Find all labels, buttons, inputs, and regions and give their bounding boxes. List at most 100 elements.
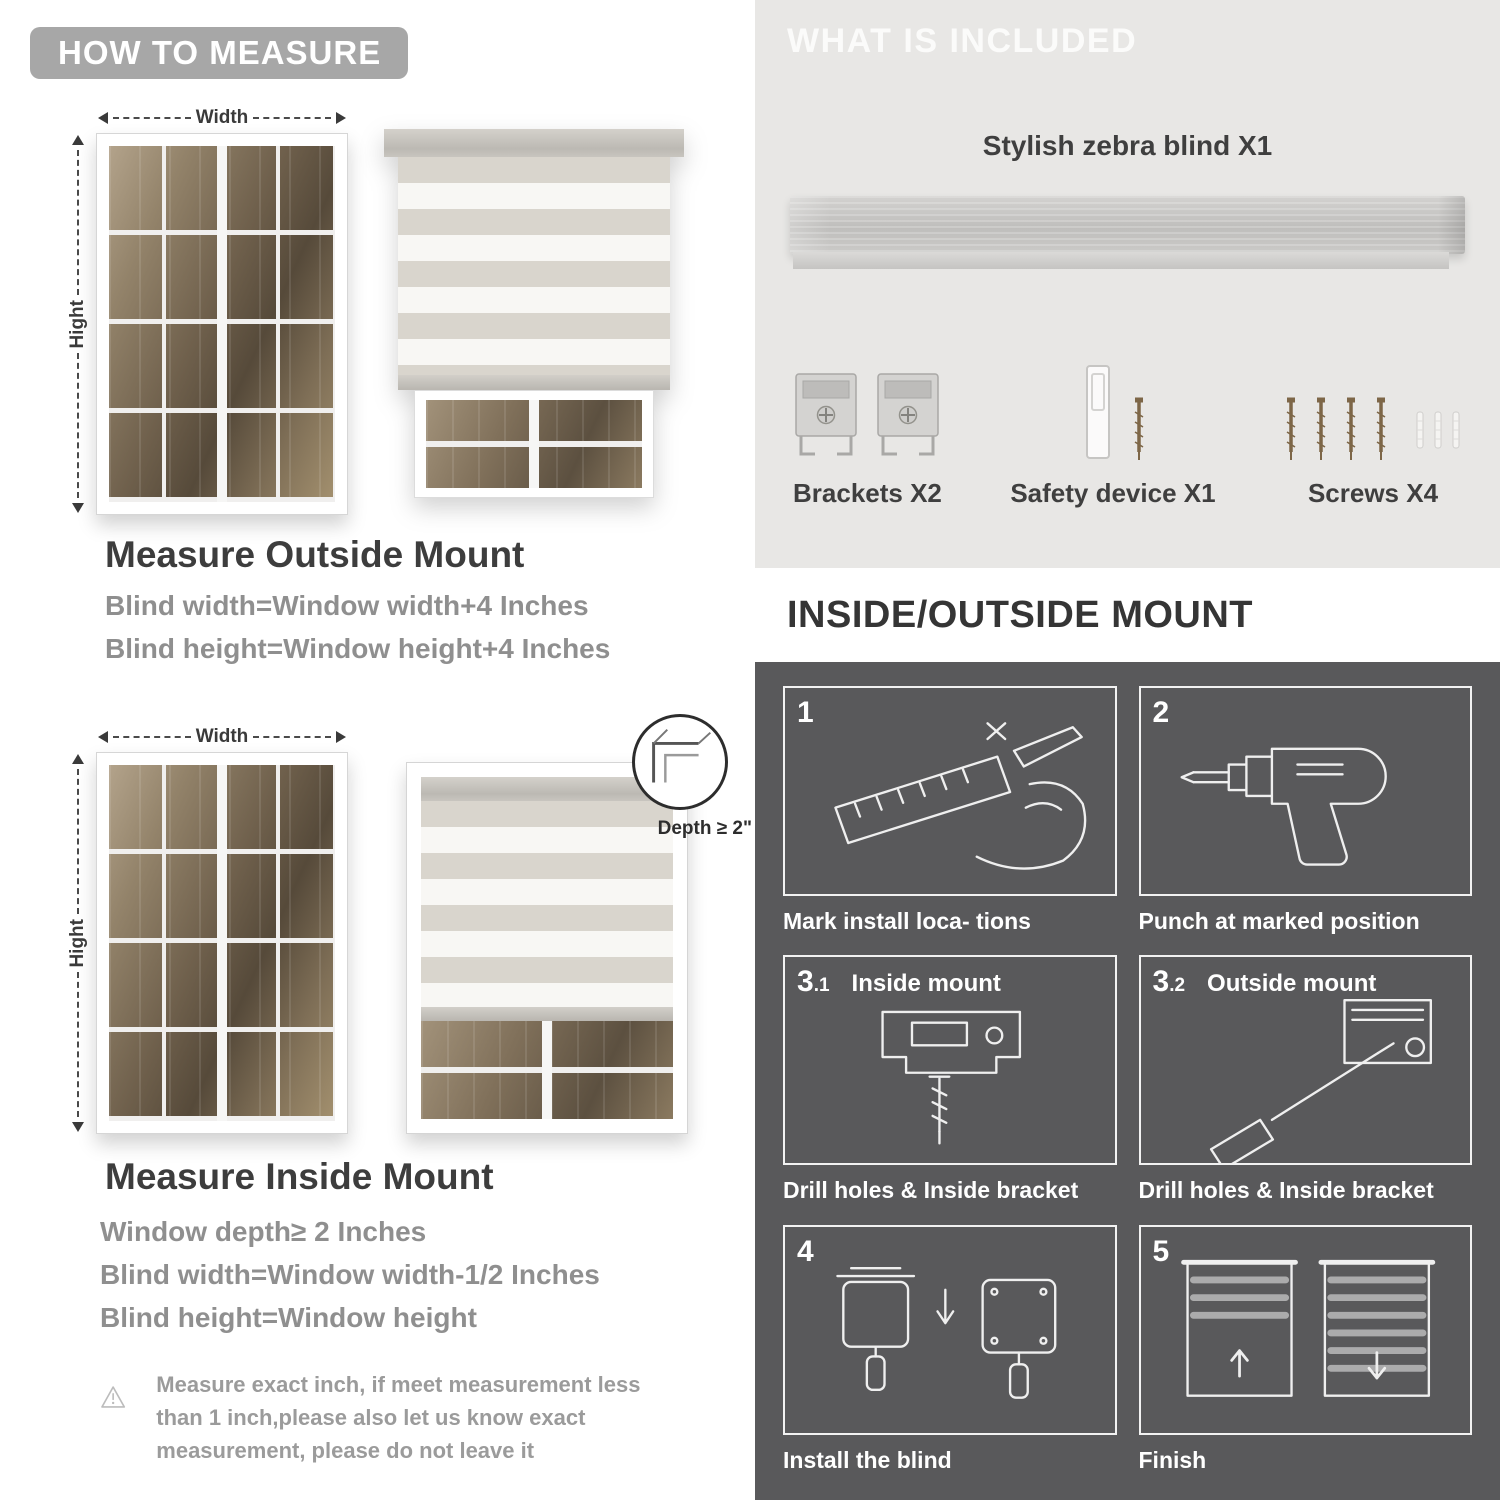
inside-mount-formulas: Window depth≥ 2 Inches Blind width=Windo… bbox=[100, 1216, 600, 1334]
what-is-included-panel: WHAT IS INCLUDED Stylish zebra blind X1 bbox=[755, 0, 1500, 568]
height-label: Hight bbox=[67, 918, 88, 968]
mount-title-band: INSIDE/OUTSIDE MOUNT bbox=[755, 568, 1500, 662]
drill-illustration bbox=[1179, 747, 1387, 866]
step-caption: Finish bbox=[1138, 1446, 1207, 1473]
zebra-blind-label: Stylish zebra blind X1 bbox=[982, 130, 1273, 161]
outside-mount-heading: Measure Outside Mount bbox=[105, 534, 525, 575]
measure-warning: Measure exact inch, if meet measurement … bbox=[100, 1366, 675, 1467]
zebra-blind-inside-mount: Depth ≥ 2" bbox=[406, 714, 752, 1134]
bracket-icon bbox=[877, 373, 940, 456]
width-label: Width bbox=[195, 107, 249, 128]
window-illustration-inside: Width Hight bbox=[60, 722, 348, 1134]
what-is-included-title: WHAT IS INCLUDED bbox=[787, 22, 1138, 60]
window-illustration-outside: Width Hight bbox=[60, 103, 348, 515]
blind-stripes bbox=[421, 801, 673, 1007]
depth-zoom-circle bbox=[632, 714, 728, 810]
step-3-2: 3 .2 Outside mount Drill holes & Inside bbox=[1138, 955, 1472, 1206]
inside-mount-heading: Measure Inside Mount bbox=[105, 1156, 494, 1197]
formula-line: Blind height=Window height+4 Inches bbox=[105, 633, 611, 664]
step-caption: Install the blind bbox=[783, 1446, 952, 1473]
inside-bracket-illustration bbox=[881, 1011, 1022, 1145]
step-caption: Drill holes & Inside bracket bbox=[783, 1177, 1079, 1204]
screw-icon bbox=[1346, 397, 1356, 460]
blind-stripes bbox=[398, 157, 670, 375]
wall-anchor-icon bbox=[1416, 411, 1424, 449]
step-number: 2 bbox=[1152, 696, 1170, 729]
blind-headrail-illustration bbox=[790, 196, 1465, 269]
inside-mount-label: Inside mount bbox=[851, 970, 1001, 998]
blind-bottom-rail bbox=[398, 375, 670, 390]
wall-anchor-icon bbox=[1434, 411, 1442, 449]
mount-title: INSIDE/OUTSIDE MOUNT bbox=[787, 593, 1254, 636]
arrow-down-icon bbox=[72, 1122, 84, 1133]
window-below-blind bbox=[421, 1021, 673, 1119]
screw-icon bbox=[1376, 397, 1386, 460]
arrow-up-icon bbox=[72, 135, 84, 145]
screw-icon bbox=[1134, 397, 1144, 460]
mount-steps-panel: 1 Mark install loca- tions bbox=[755, 662, 1500, 1500]
included-items: Brackets X2 Safety device X1 bbox=[793, 322, 1462, 509]
blind-bottom-rail bbox=[421, 1007, 673, 1021]
height-dimension-arrow: Hight bbox=[60, 133, 96, 515]
formula-line: Window depth≥ 2 Inches bbox=[100, 1216, 427, 1247]
install-blind-illustration bbox=[836, 1266, 1057, 1399]
step-number: 4 bbox=[797, 1234, 814, 1268]
window-below-blind bbox=[414, 390, 654, 498]
arrow-right-icon bbox=[336, 731, 346, 743]
height-dimension-arrow: Hight bbox=[60, 752, 96, 1134]
arrow-right-icon bbox=[336, 112, 346, 124]
formula-line: Blind width=Window width+4 Inches bbox=[105, 590, 589, 621]
mark-locations-illustration bbox=[834, 722, 1087, 870]
screw-icon bbox=[1286, 397, 1296, 460]
bracket-icon bbox=[795, 373, 858, 456]
step-4: 4 bbox=[783, 1224, 1117, 1476]
arrow-left-icon bbox=[98, 731, 108, 743]
height-label: Hight bbox=[67, 299, 88, 349]
window-photo bbox=[96, 133, 348, 515]
safety-device-item: Safety device X1 bbox=[1010, 322, 1216, 509]
safety-device-icon bbox=[1085, 365, 1110, 459]
brackets-label: Brackets X2 bbox=[793, 478, 942, 508]
formula-line: Blind width=Window width-1/2 Inches bbox=[100, 1259, 600, 1290]
step-number: 3 bbox=[797, 965, 814, 999]
blind-cassette bbox=[421, 777, 673, 801]
brackets-item: Brackets X2 bbox=[793, 322, 942, 509]
step-3-1: 3 .1 Inside mount Drill hol bbox=[783, 955, 1117, 1206]
arrow-down-icon bbox=[72, 503, 84, 514]
step-number: 5 bbox=[1152, 1234, 1170, 1268]
inside-mount-figures: Width Hight bbox=[60, 714, 752, 1134]
step-caption: Punch at marked position bbox=[1138, 908, 1420, 934]
blind-cassette bbox=[384, 129, 684, 157]
screws-item: Screws X4 bbox=[1284, 322, 1462, 509]
step-caption: Drill holes & Inside bracket bbox=[1138, 1177, 1434, 1204]
safety-device-label: Safety device X1 bbox=[1010, 478, 1216, 508]
warning-icon bbox=[101, 1386, 126, 1408]
step-1: 1 Mark install loca- tions bbox=[783, 686, 1117, 937]
how-to-measure-title: HOW TO MEASURE bbox=[58, 34, 382, 71]
step-number: 3 bbox=[1152, 965, 1170, 999]
zebra-blind-outside-mount bbox=[384, 129, 684, 498]
outside-mount-figures: Width Hight bbox=[60, 103, 684, 515]
formula-line: Blind height=Window height bbox=[100, 1302, 477, 1333]
screws-label: Screws X4 bbox=[1307, 478, 1439, 508]
width-label: Width bbox=[195, 726, 249, 747]
depth-label: Depth ≥ 2" bbox=[657, 818, 752, 839]
outside-bracket-illustration bbox=[1209, 999, 1432, 1164]
window-photo bbox=[96, 752, 348, 1134]
outside-mount-formulas: Blind width=Window width+4 Inches Blind … bbox=[105, 590, 610, 665]
arrow-up-icon bbox=[72, 754, 84, 764]
width-dimension-arrow: Width bbox=[96, 103, 348, 133]
how-to-measure-banner: HOW TO MEASURE bbox=[30, 27, 408, 79]
step-5: 5 bbox=[1138, 1224, 1472, 1476]
screw-icon bbox=[1316, 397, 1326, 460]
outside-mount-label: Outside mount bbox=[1207, 970, 1377, 998]
warning-text: Measure exact inch, if meet measurement … bbox=[156, 1372, 641, 1463]
step-2: 2 Punch at marked position bbox=[1138, 686, 1472, 937]
arrow-left-icon bbox=[98, 112, 108, 124]
wall-anchor-icon bbox=[1452, 411, 1460, 449]
step-number: 1 bbox=[797, 696, 814, 729]
step-caption: Mark install loca- tions bbox=[783, 908, 1031, 934]
finish-illustration bbox=[1180, 1259, 1435, 1397]
width-dimension-arrow: Width bbox=[96, 722, 348, 752]
